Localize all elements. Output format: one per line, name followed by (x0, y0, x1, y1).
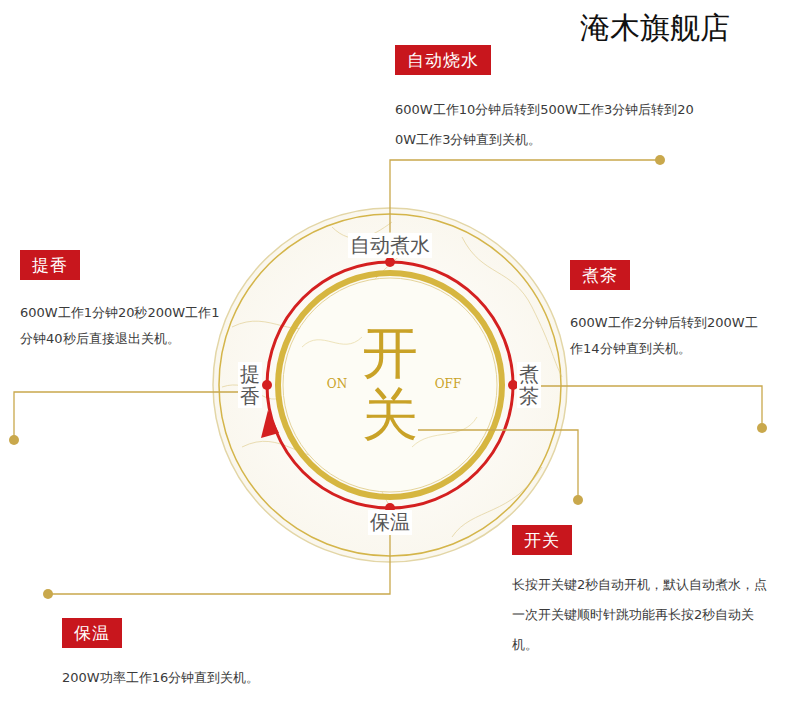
leader-line (541, 386, 767, 433)
dial-plate: ON OFF 自动煮水提香 煮茶 开关保温 (212, 207, 568, 563)
leader-dot (655, 155, 665, 165)
leader-line (418, 430, 583, 505)
leader-dot (757, 423, 767, 433)
mode-text: 保温 (370, 511, 410, 534)
leader-dot (9, 435, 19, 445)
leader-line (390, 155, 665, 233)
callout-body: 200W功率工作16分钟直到关机。 (62, 665, 362, 691)
callout: 提香 600W工作1分钟20秒200W工作1分钟40秒后直接退出关机。 (14, 245, 220, 440)
mode-label: 煮茶 (517, 362, 541, 408)
leader-line (9, 392, 238, 445)
switch-text: 开关 (362, 322, 418, 445)
ring-dot (385, 257, 395, 267)
mode-text: 自动煮水 (350, 234, 430, 257)
callout-body: 600W工作10分钟后转到500W工作3分钟后转到200W工作3分钟直到关机。 (395, 95, 695, 155)
marble-texture (222, 222, 562, 537)
callout-heading: 开关 (512, 525, 572, 555)
callout-heading: 保温 (62, 618, 122, 648)
gold-ring (278, 273, 502, 497)
switch-mark: OFF (435, 377, 462, 391)
mode-label: 保温 (368, 510, 412, 535)
red-ring (267, 262, 513, 508)
watermark: 淹木旗舰店 (580, 8, 730, 49)
ring-dot (262, 380, 272, 390)
callout: 开关长按开关键2秒自动开机，默认自动煮水，点一次开关键顺时针跳功能再长按2秒自动… (505, 500, 777, 665)
leader-path (48, 535, 390, 595)
leader-line (43, 535, 390, 600)
leader-path (418, 430, 578, 500)
leader-path (390, 160, 660, 233)
leader-path (14, 392, 238, 440)
leader-dot (43, 589, 53, 599)
switch-mark: ON (327, 377, 347, 391)
callout: 自动烧水 600W工作10分钟后转到500W工作3分钟后转到200W工作3分钟直到… (385, 40, 695, 160)
outer-gold-ring (219, 214, 561, 556)
callout-body: 长按开关键2秒自动开机，默认自动煮水，点一次开关键顺时针跳功能再长按2秒自动关机… (512, 570, 777, 660)
mode-label: 提香 (238, 362, 262, 408)
callout-heading: 自动烧水 (395, 45, 491, 75)
leader-dot (573, 495, 583, 505)
direction-arrow (261, 410, 279, 438)
inner-face (283, 278, 497, 492)
callout-body: 600W工作2分钟后转到200W工作14分钟直到关机。 (570, 310, 770, 362)
callout-heading: 提香 (20, 250, 80, 280)
mode-label: 自动煮水 (348, 233, 432, 258)
power-switch: 开关 (362, 322, 418, 445)
mode-text: 煮茶 (519, 363, 539, 407)
callout-body: 600W工作1分钟20秒200W工作1分钟40秒后直接退出关机。 (20, 300, 220, 352)
leader-path (541, 386, 762, 428)
plate (213, 208, 567, 562)
callout: 煮茶 600W工作2分钟后转到200W工作14分钟直到关机。 (560, 255, 770, 428)
callout: 保温 200W功率工作16分钟直到关机。 (44, 594, 362, 696)
callout-heading: 煮茶 (570, 260, 630, 290)
mode-text: 提香 (240, 363, 260, 407)
